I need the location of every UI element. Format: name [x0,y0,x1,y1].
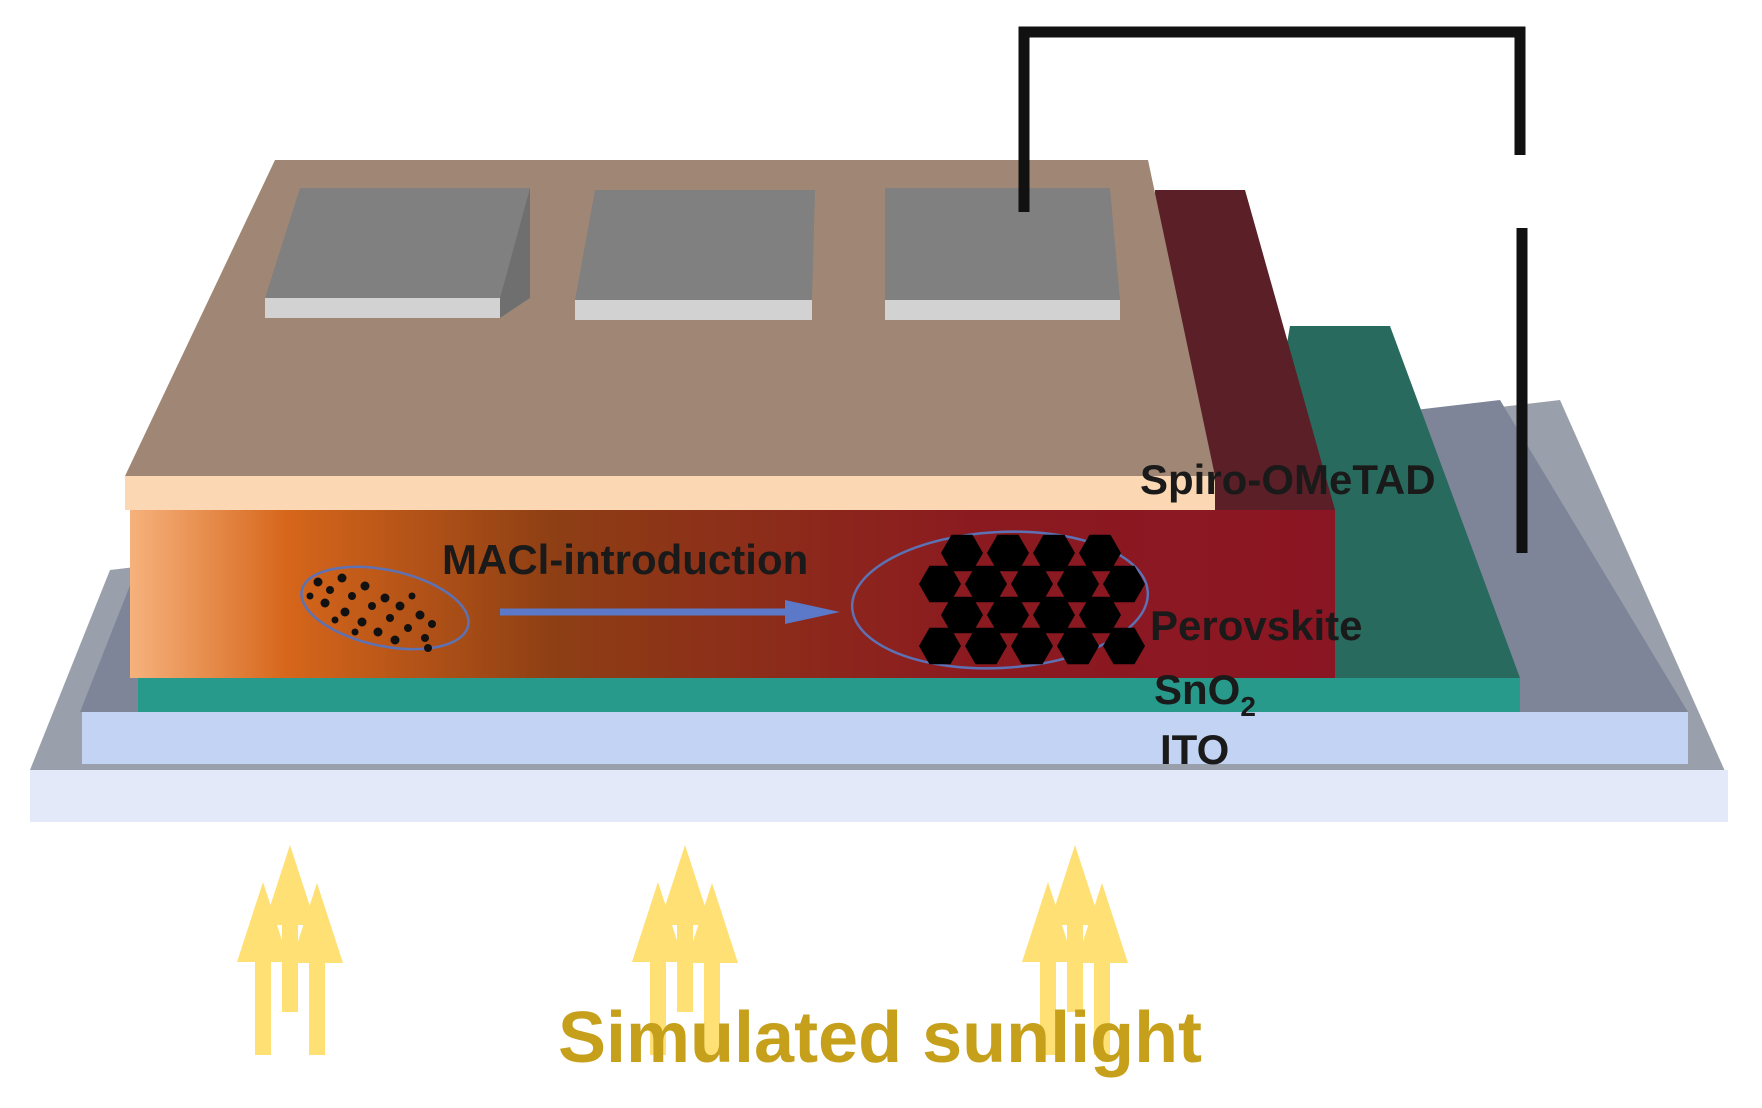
hexagon-grain-icon [1057,565,1099,603]
electrodes [265,188,1120,320]
hexagon-grain-icon [1011,565,1053,603]
hexagon-grain-icon [965,627,1007,665]
sunlight-arrow-icon [264,845,316,1012]
large-grain-ellipse [850,530,1150,670]
sunlight-arrow-icon [1049,845,1101,1012]
small-grain-cluster [300,565,470,652]
glass-front-face [30,770,1728,822]
hexagon-grain-icon [1103,565,1145,603]
hexagon-grain-icon [1057,627,1099,665]
hexagon-grain-icon [987,596,1029,634]
sunlight-arrow-icon [291,883,343,1055]
hexagon-grain-icon [1079,534,1121,572]
hexagon-grain-icon [919,534,1145,665]
hexagon-grain-icon [1033,534,1075,572]
ito-label: ITO [1160,726,1229,773]
sunlight-arrow-icon [632,882,684,1055]
sno2-label-main: SnO [1154,666,1240,713]
spiro-label: Spiro-OMeTAD [1140,456,1436,503]
hexagon-grain-icon [1079,596,1121,634]
hexagon-grain-icon [1011,627,1053,665]
sno2-label-subscript: 2 [1240,691,1256,722]
wire-connection [1018,26,1528,553]
small-grain-dots [306,573,436,652]
sunlight-arrow-icon [1076,883,1128,1055]
sunlight-label: Simulated sunlight [558,998,1202,1078]
ito-front-face [82,712,1688,764]
electrode-1 [265,188,530,318]
hexagon-grain-icon [1103,627,1145,665]
large-grain-cluster [850,530,1150,670]
sno2-front-face [138,678,1520,712]
hexagon-grain-icon [1033,596,1075,634]
sunlight-arrows [237,845,1128,1055]
sno2-label: SnO2 [1154,666,1256,722]
perovskite-label: Perovskite [1150,602,1362,649]
hexagon-grain-icon [919,565,961,603]
spiro-front-strip [125,476,1215,510]
electrode-2 [575,190,815,320]
hexagon-grain-icon [941,596,983,634]
sunlight-arrow-icon [659,845,711,1012]
hexagon-grain-icon [941,534,983,572]
small-grain-ellipse [300,565,470,651]
maci-arrow-icon [500,600,840,624]
sunlight-arrow-icon [1022,882,1074,1055]
sunlight-arrow-icon [686,883,738,1055]
hexagon-grain-icon [965,565,1007,603]
electrode-3 [885,188,1120,320]
maci-label: MACl-introduction [442,536,808,583]
hexagon-grain-icon [987,534,1029,572]
sunlight-arrow-icon [237,882,289,1055]
hexagon-grain-icon [919,627,961,665]
